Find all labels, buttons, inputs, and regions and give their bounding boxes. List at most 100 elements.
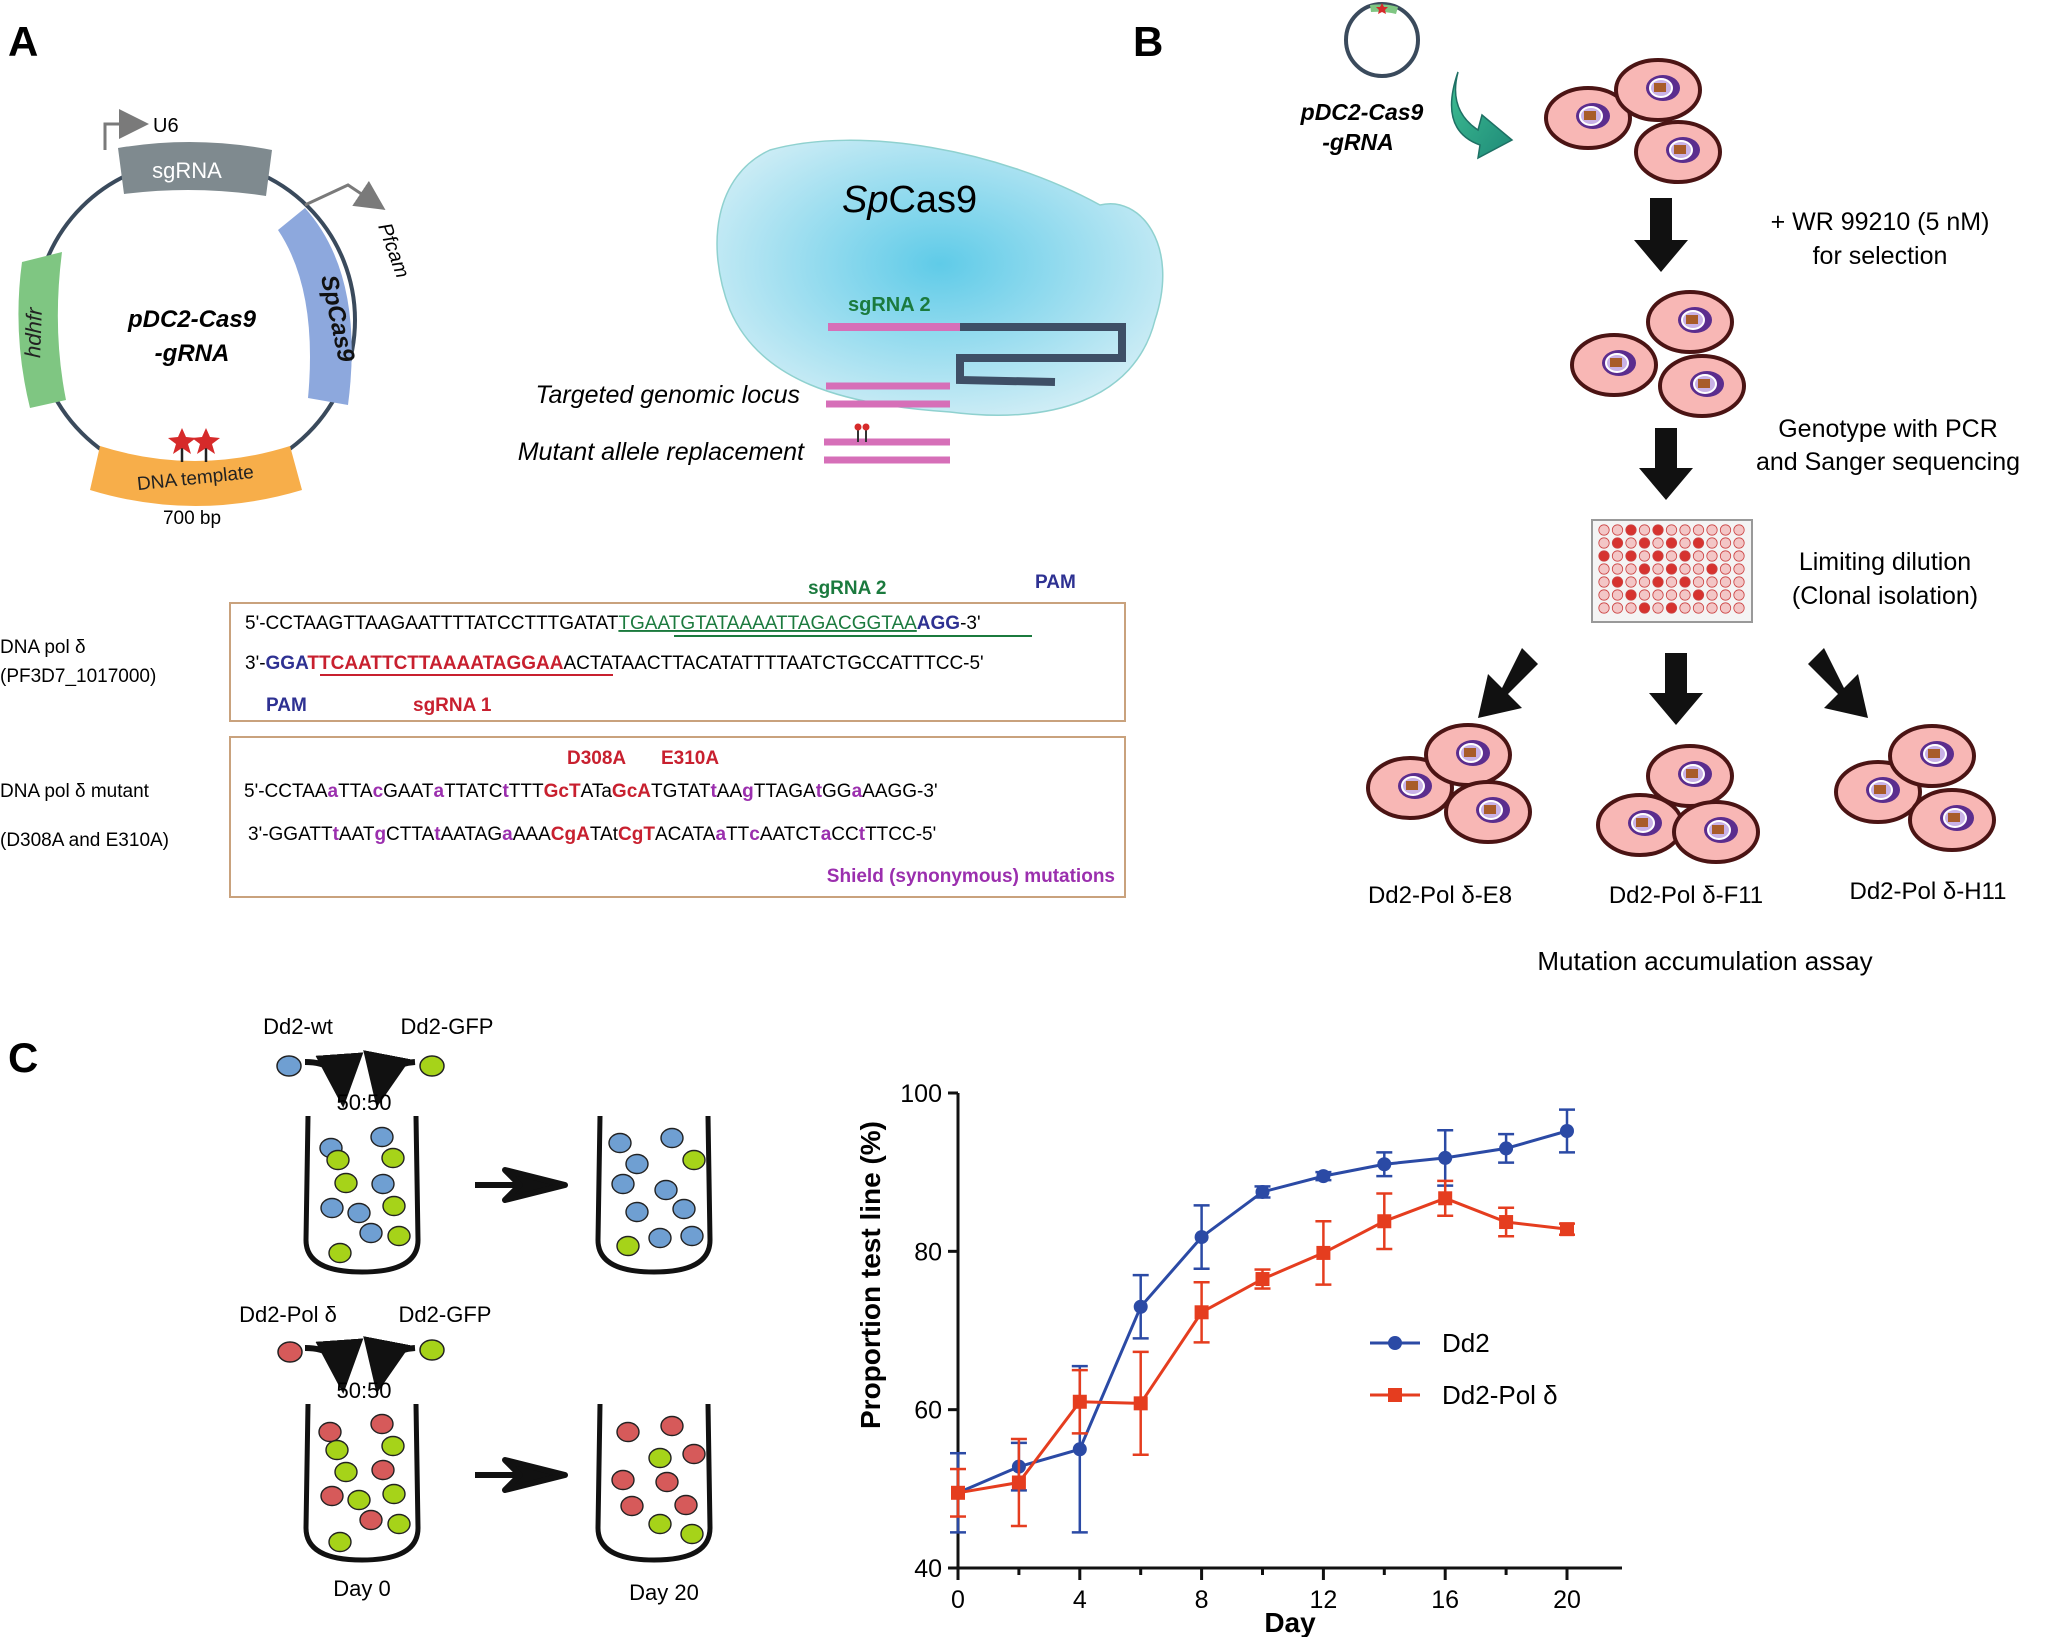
data-point bbox=[1255, 1272, 1270, 1287]
mut-d308a-label: D308A bbox=[567, 748, 626, 769]
parasite-dot bbox=[611, 1173, 635, 1195]
plate-well bbox=[1598, 576, 1610, 588]
plate-well bbox=[1598, 537, 1610, 549]
plate-well bbox=[1652, 602, 1664, 614]
wt-gene-id: (PF3D7_1017000) bbox=[0, 666, 156, 687]
clone-e8-label: Dd2-Pol δ-E8 bbox=[1368, 882, 1512, 909]
mut-gene-note: (D308A and E310A) bbox=[0, 830, 169, 851]
parasite-dot bbox=[655, 1471, 679, 1493]
plate-well bbox=[1679, 602, 1691, 614]
plate-well bbox=[1625, 550, 1637, 562]
parasite-dot bbox=[325, 1439, 349, 1461]
data-point bbox=[1377, 1214, 1392, 1229]
parasite-dot bbox=[672, 1198, 696, 1220]
mut-top-strand: 5'-CCTAAaTTAcGAATaTTATCtTTTGcTATaGcATGTA… bbox=[244, 781, 938, 802]
plate-well bbox=[1638, 537, 1651, 549]
mix-arrow-right-icon bbox=[363, 1336, 416, 1394]
process-arrow-icon bbox=[475, 1167, 568, 1203]
wt-pam-top-label: PAM bbox=[1035, 572, 1076, 593]
parasite-dot bbox=[616, 1235, 640, 1257]
parasite-dot bbox=[682, 1149, 706, 1171]
x-tick-label: 12 bbox=[1309, 1586, 1337, 1614]
parasite-dot bbox=[381, 1435, 405, 1457]
mix-arrow-left-icon bbox=[304, 1052, 364, 1108]
plate-well bbox=[1719, 576, 1732, 588]
parasite-dot bbox=[654, 1179, 678, 1201]
plate-well bbox=[1679, 550, 1691, 562]
plate-well bbox=[1665, 563, 1678, 575]
data-point bbox=[1011, 1475, 1026, 1490]
plasmid-name-line2: -gRNA bbox=[155, 340, 230, 367]
y-axis-label: Proportion test line (%) bbox=[855, 1121, 886, 1429]
mix-ratio-1: 50:50 bbox=[336, 1090, 391, 1115]
plate-well bbox=[1598, 563, 1610, 575]
plate-well bbox=[1706, 602, 1718, 614]
parasite-dot bbox=[318, 1421, 342, 1443]
plate-well bbox=[1706, 563, 1718, 575]
parasite-dot bbox=[648, 1227, 672, 1249]
branch-arrow-center-icon bbox=[1649, 653, 1703, 725]
parasite-dot bbox=[625, 1201, 649, 1223]
plate-well bbox=[1719, 589, 1732, 601]
plate-well bbox=[1679, 524, 1691, 536]
plate-well bbox=[1652, 524, 1664, 536]
parasite-dot bbox=[682, 1443, 706, 1465]
plate-well bbox=[1692, 524, 1705, 536]
x-tick-label: 0 bbox=[951, 1586, 965, 1614]
parasite-dot bbox=[625, 1153, 649, 1175]
gfp-line-label-1: Dd2-GFP bbox=[401, 1014, 494, 1039]
parasite-dot bbox=[648, 1447, 672, 1469]
day20-label: Day 20 bbox=[629, 1580, 699, 1605]
plate-well bbox=[1706, 524, 1718, 536]
data-point bbox=[1072, 1442, 1087, 1457]
data-point bbox=[1255, 1184, 1270, 1199]
wt-sgrna1-label: sgRNA 1 bbox=[413, 695, 492, 716]
plate-well bbox=[1679, 576, 1691, 588]
plate-well bbox=[1706, 576, 1718, 588]
parasite-dot bbox=[347, 1202, 371, 1224]
plate-well bbox=[1692, 589, 1705, 601]
plate-well bbox=[1706, 550, 1718, 562]
plate-well bbox=[1611, 563, 1624, 575]
data-point bbox=[1316, 1169, 1331, 1184]
legend-label: Dd2-Pol δ bbox=[1442, 1380, 1558, 1410]
parasite-dot bbox=[359, 1222, 383, 1244]
parasite-dot bbox=[611, 1469, 635, 1491]
plasmid-map: sgRNA U6 SpCas9 Pfcam hdhfr DNA template… bbox=[18, 109, 413, 529]
parasite-dot bbox=[620, 1495, 644, 1517]
parasite-dot bbox=[382, 1483, 406, 1505]
pold-line-label: Dd2-Pol δ bbox=[239, 1302, 337, 1327]
plate-well bbox=[1652, 589, 1664, 601]
parasite-dot bbox=[680, 1523, 704, 1545]
plate-well bbox=[1625, 537, 1637, 549]
plate-well bbox=[1625, 602, 1637, 614]
plate-well bbox=[1611, 524, 1624, 536]
plate-well bbox=[1611, 576, 1624, 588]
plate-well bbox=[1719, 550, 1732, 562]
clone-h11-label: Dd2-Pol δ-H11 bbox=[1850, 878, 2007, 905]
plate-well bbox=[1665, 602, 1678, 614]
dilution-line2: (Clonal isolation) bbox=[1792, 582, 1978, 610]
parasite-dot bbox=[674, 1494, 698, 1516]
plasmid-hdhfr-label: hdhfr bbox=[20, 306, 47, 359]
plate-well bbox=[1733, 589, 1745, 601]
data-point bbox=[951, 1485, 965, 1500]
day0-label: Day 0 bbox=[333, 1576, 390, 1601]
wt-pam-bottom-label: PAM bbox=[266, 695, 307, 716]
competition-schematic: Dd2-wt Dd2-GFP 50:50 Dd2-Pol δ Dd2-GFP 5… bbox=[239, 1014, 713, 1605]
plate-well bbox=[1625, 563, 1637, 575]
plate-well bbox=[1611, 537, 1624, 549]
legend-marker bbox=[1388, 1336, 1402, 1350]
well-plate-icon bbox=[1591, 519, 1753, 623]
plasmid-pfcam-label: Pfcam bbox=[373, 220, 413, 281]
plate-well bbox=[1638, 576, 1651, 588]
plate-well bbox=[1625, 576, 1637, 588]
data-point bbox=[1377, 1157, 1392, 1172]
parasite-dot bbox=[382, 1195, 406, 1217]
panel-label-c: C bbox=[8, 1034, 38, 1081]
data-point bbox=[1194, 1230, 1209, 1245]
parasite-dot bbox=[320, 1485, 344, 1507]
panel-label-a: A bbox=[8, 18, 38, 65]
plate-well bbox=[1611, 602, 1624, 614]
